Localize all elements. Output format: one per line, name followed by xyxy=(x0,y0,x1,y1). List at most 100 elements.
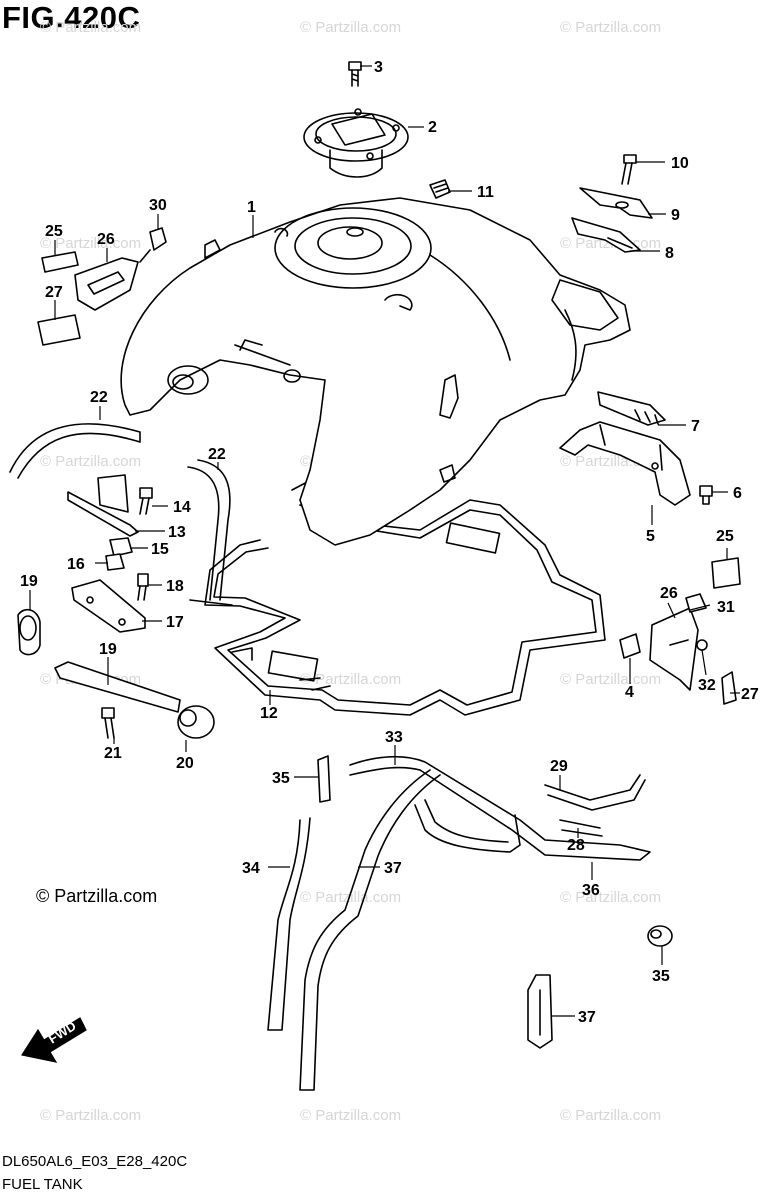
part-9-bracket xyxy=(579,187,653,219)
figure-code: DL650AL6_E03_E28_420C xyxy=(2,1153,188,1170)
part-18-bolt xyxy=(137,573,149,601)
callout-8: 8 xyxy=(665,245,674,262)
part-1-fuel-tank xyxy=(120,197,631,546)
callout-35: 35 xyxy=(652,968,670,985)
watermark: © Partzilla.com xyxy=(40,235,141,252)
watermark: © Partzilla.com xyxy=(560,19,661,36)
callout-20: 20 xyxy=(176,755,194,772)
part-22-hose xyxy=(9,423,141,479)
part-10-bolt xyxy=(621,154,637,185)
part-33-hose xyxy=(299,769,441,1091)
part-36-hose xyxy=(559,819,603,837)
callout-leaders xyxy=(29,65,740,1017)
part-22-hose-2 xyxy=(187,459,233,606)
callout-6: 6 xyxy=(733,485,742,502)
callout-32: 36 xyxy=(582,882,600,899)
callout-19-b: 19 xyxy=(99,641,117,658)
callout-12: 12 xyxy=(260,705,278,722)
callout-25-b: 25 xyxy=(716,528,734,545)
callout-21: 21 xyxy=(104,745,122,762)
part-23-cover xyxy=(74,257,139,311)
callout-13: 13 xyxy=(168,524,186,541)
part-8-cushion xyxy=(571,217,641,253)
callout-37: 37 xyxy=(578,1009,596,1026)
part-7-cushion xyxy=(597,391,666,426)
part-6-bolt xyxy=(699,485,713,505)
callout-3: 3 xyxy=(374,59,383,76)
watermark: © Partzilla.com xyxy=(300,19,401,36)
callout-30: 34 xyxy=(242,860,260,877)
callout-25: 25 xyxy=(45,223,63,240)
part-20-cushion xyxy=(177,705,215,739)
part-26-pad xyxy=(37,314,81,346)
copyright-notice: © Partzilla.com xyxy=(36,886,158,906)
callout-4: 4 xyxy=(625,684,634,701)
part-11-cushion xyxy=(429,179,451,199)
callout-14: 14 xyxy=(173,499,191,516)
callout-18: 18 xyxy=(166,578,184,595)
part-28-bolt xyxy=(696,639,708,651)
callout-27: 30 xyxy=(149,197,167,214)
part-17-bracket xyxy=(71,579,146,633)
callout-11: 11 xyxy=(477,184,494,201)
callout-26: 27 xyxy=(45,284,63,301)
callout-33: 37 xyxy=(384,860,402,877)
callout-9: 9 xyxy=(671,207,680,224)
part-37-clamp xyxy=(527,974,553,1049)
fwd-arrow-icon: FWD xyxy=(21,1017,87,1063)
part-14-bolt xyxy=(139,487,153,515)
part-5-bracket xyxy=(559,421,691,506)
part-4-damper xyxy=(619,633,641,659)
part-19-mount xyxy=(17,608,41,656)
part-29-hose xyxy=(349,755,651,861)
callout-7: 7 xyxy=(691,418,700,435)
part-2-fuel-cap xyxy=(303,108,409,178)
part-16-clip xyxy=(105,553,125,571)
figure-title: FIG.420C xyxy=(2,0,141,35)
callout-16: 16 xyxy=(67,556,85,573)
watermark: © Partzilla.com xyxy=(40,19,141,36)
watermark-layer: © Partzilla.com © Partzilla.com © Partzi… xyxy=(40,19,661,1124)
callout-1: 1 xyxy=(247,199,256,216)
watermark: © Partzilla.com xyxy=(300,889,401,906)
callout-22-b: 22 xyxy=(208,446,226,463)
callout-27-b: 31 xyxy=(717,599,735,616)
part-15-nut xyxy=(109,537,133,557)
callout-23: 26 xyxy=(97,231,115,248)
watermark: © Partzilla.com xyxy=(300,671,401,688)
callout-5: 5 xyxy=(646,528,655,545)
watermark: © Partzilla.com xyxy=(40,453,141,470)
part-27-cap xyxy=(139,227,167,263)
part-35-clamp xyxy=(647,925,673,947)
callout-31: 35 xyxy=(272,770,290,787)
part-25-pad xyxy=(41,251,79,273)
callout-2: 2 xyxy=(428,119,437,136)
part-13-bracket xyxy=(67,474,139,537)
watermark: © Partzilla.com xyxy=(560,671,661,688)
part-30-hose xyxy=(267,817,311,1031)
callout-26-b: 27 xyxy=(741,686,759,703)
part-3-bolt xyxy=(348,61,362,87)
part-26-pad-right xyxy=(721,671,737,705)
part-19-bar xyxy=(54,661,181,713)
figure-name: FUEL TANK xyxy=(2,1176,83,1193)
callout-36: 28 xyxy=(567,837,585,854)
callout-22: 22 xyxy=(90,389,108,406)
watermark: © Partzilla.com xyxy=(300,1107,401,1124)
part-27-cap-right xyxy=(685,593,707,613)
callout-24: 26 xyxy=(660,585,678,602)
callout-numbers: 3 2 10 11 9 8 1 30 25 26 27 22 22 7 6 5 … xyxy=(20,59,759,1026)
part-21-bolt xyxy=(101,707,115,739)
part-25-pad-right xyxy=(711,557,741,589)
callout-15: 15 xyxy=(151,541,169,558)
callout-17: 17 xyxy=(166,614,184,631)
part-34-hose xyxy=(544,774,646,811)
part-32-hose xyxy=(414,799,521,853)
callout-28: 32 xyxy=(698,677,716,694)
watermark: © Partzilla.com xyxy=(560,889,661,906)
watermark: © Partzilla.com xyxy=(560,1107,661,1124)
callout-19: 19 xyxy=(20,573,38,590)
part-12-tank-mat xyxy=(204,469,606,716)
callout-29: 33 xyxy=(385,729,403,746)
